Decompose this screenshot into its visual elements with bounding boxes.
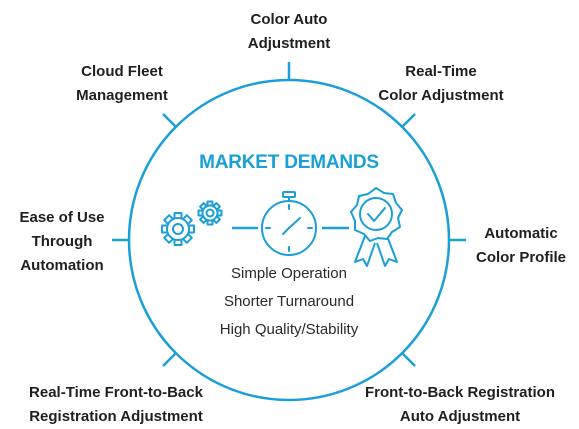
- demand-label-line: Cloud Fleet: [81, 63, 163, 80]
- demand-real-time-color-adjustment: Real-Time Color Adjustment: [368, 60, 514, 108]
- demand-label-line: Registration Adjustment: [29, 408, 203, 425]
- center-title: MARKET DEMANDS: [199, 152, 379, 173]
- connector-bottom-right: [401, 352, 416, 367]
- demand-label-line: Auto Adjustment: [399, 408, 521, 425]
- demand-label-line: Automation: [20, 257, 104, 274]
- benefit-high-quality-stability: High Quality/Stability: [219, 321, 359, 338]
- demand-label-line: Front-to-Back Registration: [364, 384, 555, 401]
- benefit-shorter-turnaround: Shorter Turnaround: [223, 293, 355, 310]
- demand-label-line: Management: [76, 87, 168, 104]
- demand-label-line: Color Auto: [250, 11, 328, 28]
- demand-color-auto-adjustment: Color Auto Adjustment: [217, 8, 361, 56]
- demand-label-line: Ease of Use: [19, 209, 105, 226]
- demand-label-line: Adjustment: [247, 35, 331, 52]
- demand-automatic-color-profile: Automatic Color Profile: [467, 222, 575, 270]
- demand-label-line: Through: [31, 233, 93, 250]
- demand-cloud-fleet-management: Cloud Fleet Management: [64, 60, 180, 108]
- stopwatch-icon: [261, 191, 317, 256]
- connector-top-left: [162, 113, 177, 128]
- demand-real-time-front-to-back-registration-adjustment: Real-Time Front-to-Back Registration Adj…: [8, 381, 224, 429]
- demand-label-line: Color Adjustment: [378, 87, 504, 104]
- connector-top-right: [401, 113, 416, 128]
- demand-ease-of-use-through-automation: Ease of Use Through Automation: [10, 206, 114, 278]
- award-ribbon-icon: [350, 187, 403, 267]
- demand-label-line: Automatic: [484, 225, 558, 242]
- demand-label-line: Real-Time Front-to-Back: [29, 384, 203, 401]
- gears-icon: [161, 200, 223, 246]
- benefit-simple-operation: Simple Operation: [231, 265, 347, 282]
- demand-front-to-back-registration-auto-adjustment: Front-to-Back Registration Auto Adjustme…: [352, 381, 568, 429]
- demand-label-line: Real-Time: [405, 63, 477, 80]
- connector-bottom-left: [162, 352, 177, 367]
- demand-label-line: Color Profile: [475, 249, 566, 266]
